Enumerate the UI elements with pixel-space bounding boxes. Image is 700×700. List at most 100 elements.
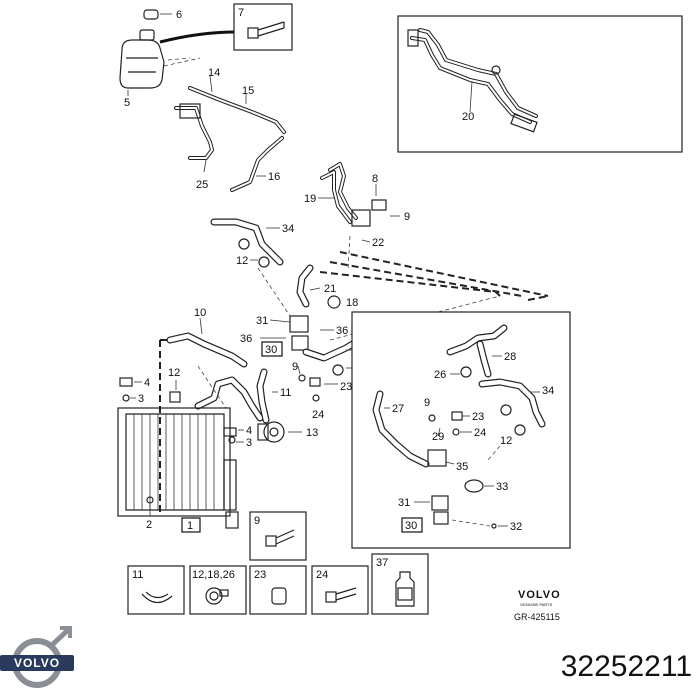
legend-label-24: 24 xyxy=(316,569,328,581)
diagram-brand: VOLVO xyxy=(518,589,561,601)
callout-26: 26 xyxy=(434,369,446,381)
callout-20: 20 xyxy=(462,111,474,123)
housing-31-inset xyxy=(431,495,449,525)
box-30-inset xyxy=(401,517,423,533)
bolt-9-icon xyxy=(265,529,295,547)
callout-34-lower: 34 xyxy=(542,385,554,397)
callout-1: 1 xyxy=(187,520,193,532)
hose-34-upper xyxy=(210,218,284,266)
legend-label-12-18-26: 12,18,26 xyxy=(192,569,235,581)
volvo-logo: VOLVO xyxy=(0,626,74,688)
callout-9-middle: 9 xyxy=(292,361,298,373)
pipe-19 xyxy=(320,162,387,227)
callout-34-upper: 34 xyxy=(282,223,294,235)
radiator-1 xyxy=(117,407,239,529)
legend-label-11: 11 xyxy=(132,569,143,581)
legend-box-24 xyxy=(311,565,369,615)
legend-box-23 xyxy=(249,565,307,615)
callout-9-top: 9 xyxy=(404,211,410,223)
clip-11-icon xyxy=(141,591,173,604)
callout-36-left: 36 xyxy=(240,333,252,345)
callout-25: 25 xyxy=(196,179,208,191)
callout-30-upper: 30 xyxy=(265,344,277,356)
valve-35 xyxy=(427,449,447,467)
callout-36-right: 36 xyxy=(336,325,348,337)
callout-23-inset: 23 xyxy=(472,411,484,423)
nut-23-icon xyxy=(271,587,287,605)
callout-11: 11 xyxy=(280,387,291,399)
callout-12-right: 12 xyxy=(500,435,512,447)
callout-5: 5 xyxy=(124,97,130,109)
callout-7: 7 xyxy=(238,7,244,19)
callout-10: 10 xyxy=(194,307,206,319)
housing-31 xyxy=(289,315,309,351)
callout-4-upper: 4 xyxy=(144,377,150,389)
box-30-upper xyxy=(261,341,283,357)
callout-2: 2 xyxy=(146,519,152,531)
callout-16: 16 xyxy=(268,171,280,183)
inset-pipe-frame xyxy=(397,15,683,153)
callout-8: 8 xyxy=(372,173,378,185)
callout-24-inset: 24 xyxy=(474,427,486,439)
callout-27: 27 xyxy=(392,403,404,415)
diagram-ref: GR-425115 xyxy=(514,612,560,622)
legend-box-37 xyxy=(371,553,429,615)
callout-6: 6 xyxy=(176,9,182,21)
hose-10 xyxy=(166,332,248,368)
legend-box-7 xyxy=(233,3,293,51)
cap-6 xyxy=(143,9,159,20)
callout-4-lower: 4 xyxy=(246,425,252,437)
callout-32: 32 xyxy=(510,521,522,533)
callout-3-upper: 3 xyxy=(138,393,144,405)
pipe-16 xyxy=(230,136,284,192)
pump-13 xyxy=(257,421,285,443)
diagram-subtitle: GENUINE PARTS xyxy=(520,602,553,607)
callout-14: 14 xyxy=(208,67,220,79)
callout-24-middle: 24 xyxy=(312,409,324,421)
logo-text: VOLVO xyxy=(14,656,60,670)
bolt-24-icon xyxy=(325,587,357,603)
callout-29: 29 xyxy=(432,431,444,443)
part-number: 32252211 xyxy=(561,650,692,683)
legend-box-11 xyxy=(127,565,185,615)
hose-17 xyxy=(302,338,360,362)
pipe-20-drawing xyxy=(407,28,538,133)
callout-18: 18 xyxy=(346,297,358,309)
callout-22: 22 xyxy=(372,237,384,249)
hose-34-lower xyxy=(478,378,546,428)
callout-21: 21 xyxy=(324,283,336,295)
callout-33: 33 xyxy=(496,481,508,493)
hose-28 xyxy=(446,324,508,378)
legend-label-9: 9 xyxy=(254,515,260,527)
callout-23-middle: 23 xyxy=(340,381,352,393)
pipe-14-25 xyxy=(174,103,214,160)
clamp-18 xyxy=(327,295,341,309)
hose-21 xyxy=(296,264,314,308)
legend-box-12 xyxy=(189,565,247,615)
callout-12-left: 12 xyxy=(168,367,180,379)
expansion-tank xyxy=(119,29,165,89)
clamp-33 xyxy=(464,479,484,493)
hose-27 xyxy=(372,390,430,468)
callout-15: 15 xyxy=(242,85,254,97)
legend-label-37: 37 xyxy=(376,557,388,569)
hose-clamp-icon xyxy=(205,587,229,605)
coolant-bottle-icon xyxy=(395,571,415,607)
callout-31-inset: 31 xyxy=(398,497,410,509)
legend-box-9 xyxy=(249,511,307,561)
callout-35: 35 xyxy=(456,461,468,473)
callout-28: 28 xyxy=(504,351,516,363)
callout-3-lower: 3 xyxy=(246,437,252,449)
callout-12-upper: 12 xyxy=(236,255,248,267)
screw-7-icon xyxy=(247,21,285,39)
legend-label-23: 23 xyxy=(254,569,266,581)
hose-11 xyxy=(194,376,264,422)
callout-30-inset: 30 xyxy=(405,520,417,532)
box-1 xyxy=(181,517,201,533)
callout-19: 19 xyxy=(304,193,316,205)
callout-31-upper: 31 xyxy=(256,315,268,327)
callout-9-inset: 9 xyxy=(424,397,430,409)
callout-13: 13 xyxy=(306,427,318,439)
